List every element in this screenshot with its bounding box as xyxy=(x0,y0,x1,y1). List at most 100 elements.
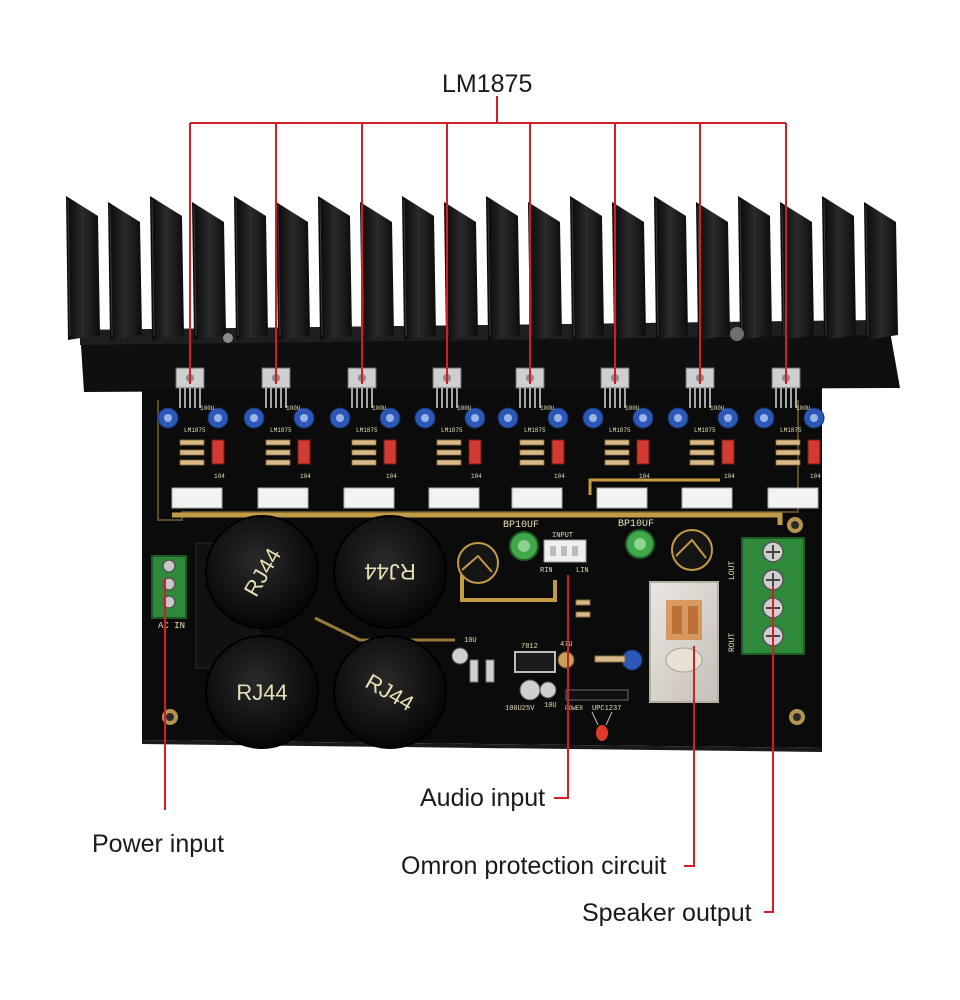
resistor xyxy=(604,459,630,466)
resistor xyxy=(351,449,377,456)
heatsink-fin xyxy=(822,196,856,340)
svg-text:INPUT: INPUT xyxy=(552,532,573,540)
ac-in-label: AC IN xyxy=(158,621,185,631)
amp-channel: LM1875 100U 104 xyxy=(667,367,739,509)
amp-channel: LM1875 100U 104 xyxy=(157,367,229,509)
power-resistor xyxy=(511,487,563,509)
resistor xyxy=(604,439,630,446)
chip-silkscreen: LM1875 xyxy=(184,427,206,434)
svg-text:RJ44: RJ44 xyxy=(364,559,415,584)
svg-text:10U: 10U xyxy=(464,637,477,645)
heatsink-fin xyxy=(486,196,520,340)
cap-silkscreen: 100U xyxy=(796,405,811,412)
filter-capacitor: RJ44 xyxy=(205,515,319,629)
cap-silkscreen: 100U xyxy=(540,405,555,412)
cap-silkscreen: 100U xyxy=(286,405,301,412)
resistor xyxy=(775,459,801,466)
svg-text:RJ44: RJ44 xyxy=(236,680,287,705)
power-input-callout: Power input xyxy=(92,830,225,858)
resistor xyxy=(775,439,801,446)
resistor xyxy=(179,449,205,456)
cer-silkscreen: 104 xyxy=(554,473,565,480)
svg-text:7812: 7812 xyxy=(521,643,538,651)
svg-text:100U25V: 100U25V xyxy=(505,705,535,713)
leader-lines xyxy=(164,96,787,913)
cer-silkscreen: 104 xyxy=(386,473,397,480)
power-resistor xyxy=(681,487,733,509)
film-capacitor xyxy=(383,439,397,465)
heatsink-fin xyxy=(738,196,772,340)
svg-text:10U: 10U xyxy=(544,702,557,710)
heatsink-fin xyxy=(276,202,310,340)
heatsink-screw xyxy=(223,333,233,343)
amplifier-channels: LM1875100U104LM1875100U104LM1875100U104L… xyxy=(157,367,825,509)
protection-ic xyxy=(565,689,629,701)
amp-channel: LM1875 100U 104 xyxy=(243,367,315,509)
cer-silkscreen: 104 xyxy=(639,473,650,480)
bp10uf-label: BP10UF xyxy=(503,520,539,531)
svg-text:POWER: POWER xyxy=(565,705,583,712)
resistor xyxy=(351,439,377,446)
input-section: BP10UF INPUT RIN LIN BP10UF xyxy=(457,519,713,584)
resistor xyxy=(179,459,205,466)
cap-silkscreen: 100U xyxy=(710,405,725,412)
film-capacitor xyxy=(297,439,311,465)
heatsink-fin xyxy=(612,202,646,340)
svg-text:LOUT: LOUT xyxy=(728,561,737,580)
resistor xyxy=(689,449,715,456)
cap-silkscreen: 100U xyxy=(457,405,472,412)
heatsink-fin xyxy=(318,196,352,340)
heatsink-fin xyxy=(108,202,142,340)
filter-capacitors: RJ44 RJ44 RJ44 RJ44 xyxy=(205,515,447,749)
cap-silkscreen: 100U xyxy=(200,405,215,412)
chip-silkscreen: LM1875 xyxy=(780,427,802,434)
resistor xyxy=(519,459,545,466)
svg-text:ROUT: ROUT xyxy=(728,633,737,652)
regulator-area: 7812 47U 100U25V 10U 10U UPC1237 POWER xyxy=(451,599,643,741)
heatsink-fins xyxy=(66,196,898,340)
cer-silkscreen: 104 xyxy=(724,473,735,480)
resistor xyxy=(436,459,462,466)
svg-text:UPC1237: UPC1237 xyxy=(592,705,621,713)
heatsink-fin xyxy=(234,196,268,340)
regulator xyxy=(514,651,556,673)
chip-silkscreen: LM1875 xyxy=(441,427,463,434)
chip-silkscreen: LM1875 xyxy=(270,427,292,434)
cap-silkscreen: 100U xyxy=(625,405,640,412)
chip-silkscreen: LM1875 xyxy=(609,427,631,434)
svg-text:BP10UF: BP10UF xyxy=(618,519,654,530)
resistor xyxy=(775,449,801,456)
amp-channel: LM1875 100U 104 xyxy=(582,367,654,509)
heatsink-fin xyxy=(864,202,898,340)
cer-silkscreen: 104 xyxy=(214,473,225,480)
cer-silkscreen: 104 xyxy=(300,473,311,480)
heatsink-fin xyxy=(528,202,562,340)
capacitor xyxy=(451,647,469,665)
audio-input-leader xyxy=(554,575,569,799)
power-led xyxy=(596,725,608,741)
heatsink-fin xyxy=(192,202,226,340)
film-capacitor xyxy=(721,439,735,465)
film-capacitor xyxy=(211,439,225,465)
terminal-screw xyxy=(762,541,784,563)
inductor xyxy=(671,529,713,571)
cer-silkscreen: 104 xyxy=(471,473,482,480)
resistor xyxy=(265,439,291,446)
power-resistor xyxy=(428,487,480,509)
resistor xyxy=(436,449,462,456)
capacitor xyxy=(539,681,557,699)
omron-protection-callout: Omron protection circuit xyxy=(401,852,667,880)
power-resistor xyxy=(596,487,648,509)
resistor xyxy=(351,459,377,466)
heatsink-fin xyxy=(360,202,394,340)
chip-silkscreen: LM1875 xyxy=(694,427,716,434)
heatsink-fin xyxy=(402,196,436,340)
film-capacitor xyxy=(551,439,565,465)
capacitor xyxy=(519,679,541,701)
svg-text:RIN: RIN xyxy=(540,567,553,575)
chip-silkscreen: LM1875 xyxy=(524,427,546,434)
power-input-terminal: AC IN xyxy=(151,555,187,631)
power-resistor xyxy=(257,487,309,509)
resistor xyxy=(689,439,715,446)
